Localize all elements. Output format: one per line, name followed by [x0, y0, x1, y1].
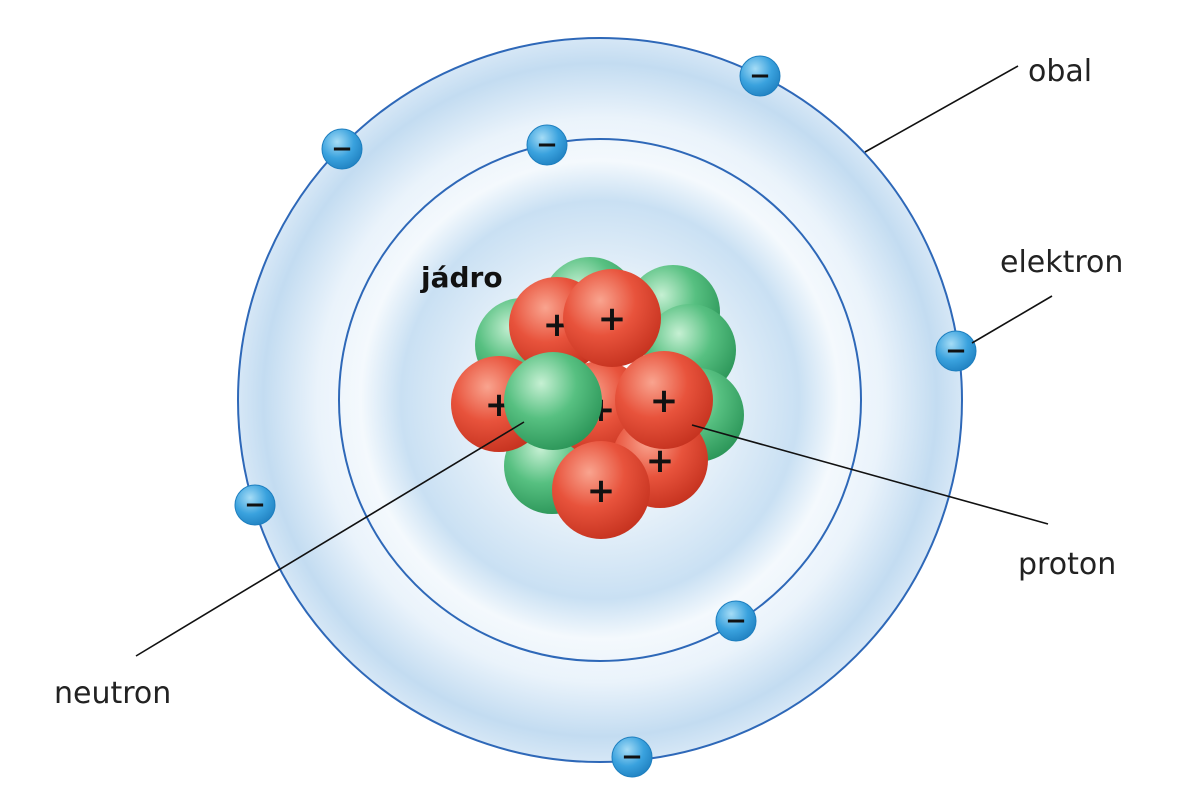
- inner-orbit: [338, 138, 862, 662]
- proton-sign: +: [650, 381, 679, 421]
- electron-sign: −: [725, 606, 747, 636]
- proton-sign: +: [598, 299, 627, 339]
- electron-sign: −: [536, 130, 558, 160]
- electron: [715, 600, 757, 642]
- electron-sign: −: [621, 742, 643, 772]
- electron: [234, 484, 276, 526]
- electron: [611, 736, 653, 778]
- electron-sign: −: [749, 61, 771, 91]
- label-elektron: elektron: [1000, 245, 1123, 280]
- electron: [935, 330, 977, 372]
- label-neutron: neutron: [54, 676, 171, 711]
- label-jadro: jádro: [420, 261, 503, 294]
- electron: [526, 124, 568, 166]
- proton-particle: [615, 351, 713, 449]
- elektron-leader-line: [971, 295, 1053, 344]
- neutron-leader-line: [135, 421, 525, 657]
- proton-particle: [552, 441, 650, 539]
- proton-sign: +: [587, 471, 616, 511]
- obal-leader-line: [864, 65, 1019, 153]
- label-proton: proton: [1018, 547, 1116, 582]
- proton-particle: [563, 269, 661, 367]
- label-obal: obal: [1028, 54, 1092, 89]
- electrons: − − − − − − −: [234, 55, 977, 778]
- nucleus: + + + + + + +: [451, 257, 744, 539]
- electron: [321, 128, 363, 170]
- electron-sign: −: [244, 490, 266, 520]
- electron-sign: −: [945, 336, 967, 366]
- leader-lines: [135, 65, 1053, 657]
- proton-leader-line: [691, 424, 1049, 525]
- electron-sign: −: [331, 134, 353, 164]
- electron: [739, 55, 781, 97]
- neutron-particle: [504, 352, 602, 450]
